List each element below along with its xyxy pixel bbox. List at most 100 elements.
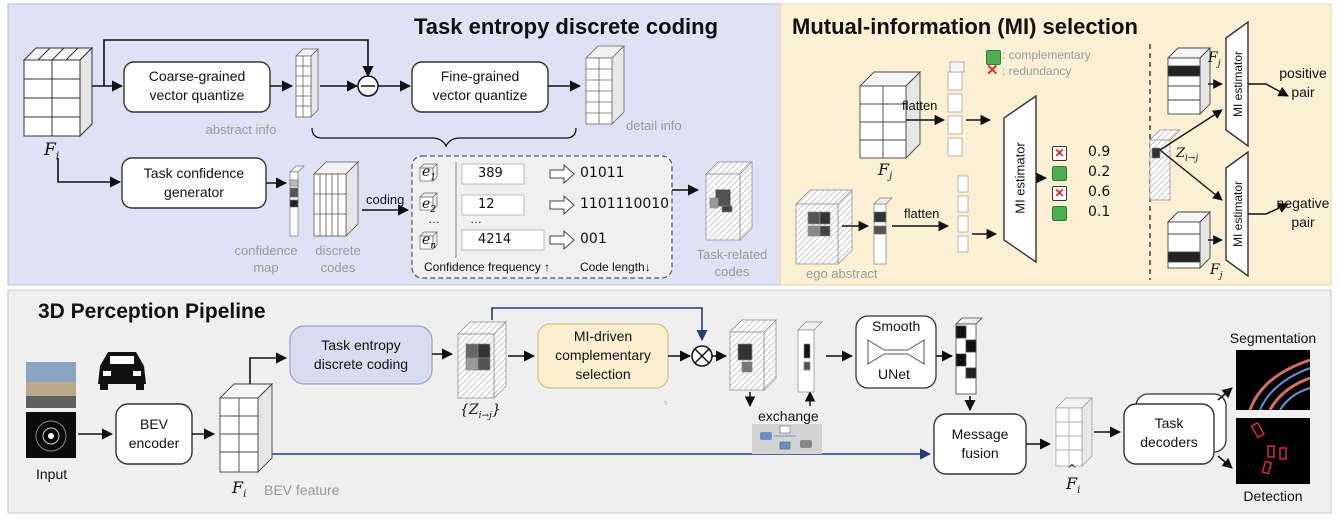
score-1-value: 0.9 xyxy=(1088,144,1111,160)
fine-quantize-box xyxy=(411,61,549,113)
arrow-negative-pair xyxy=(1248,203,1289,215)
table-footer-left: Confidence frequency ↑ xyxy=(424,260,551,274)
legend-complementary: : complementary xyxy=(1002,48,1091,62)
mi-panel-title: Mutual-information (MI) selection xyxy=(792,14,1138,39)
confidence-generator-label: Task confidence generator xyxy=(143,165,245,200)
mi-fj-top-label: Fj xyxy=(1208,50,1221,69)
positive-pair-label: positive pair xyxy=(1279,65,1327,100)
input-lidar-image xyxy=(26,412,76,458)
hollow-arrows xyxy=(549,163,575,251)
flatten-column-1 xyxy=(947,61,965,157)
detail-info-tensor xyxy=(585,45,625,125)
coding-arrow-label: coding xyxy=(366,192,405,207)
input-label: Input xyxy=(36,466,68,482)
mi-fj-tensor-bottom xyxy=(1166,210,1212,270)
arrow-to-detection xyxy=(1217,455,1233,469)
score-4-check-icon xyxy=(1052,206,1067,221)
legend-cross-icon: ✕ xyxy=(986,62,999,79)
coarse-quantize-box xyxy=(123,61,271,113)
message-fusion-label: Message fusion xyxy=(951,426,1009,461)
pipeline-dot: s xyxy=(664,400,668,407)
mi-zij-tensor xyxy=(1149,129,1181,201)
zset-label: {Zi→j} xyxy=(460,402,501,421)
mi-driven-label: MI-driven complementary selection xyxy=(555,328,651,382)
smoothed-tensor xyxy=(955,317,983,395)
code-cubes xyxy=(419,163,438,250)
score-1-cross-icon: ✕ xyxy=(1052,146,1067,161)
mi-estimator-top xyxy=(1225,20,1249,148)
grouping-brace xyxy=(311,127,577,148)
row-2-symbol: e2 xyxy=(422,196,437,215)
score-2-check-icon xyxy=(1052,166,1067,181)
score-4-value: 0.1 xyxy=(1088,204,1111,220)
mi-estimator-center xyxy=(1003,94,1037,264)
exchange-cars-icon xyxy=(760,425,812,450)
bev-feature-label: BEV feature xyxy=(264,482,340,498)
row-1-symbol: e1 xyxy=(422,164,437,183)
abstract-info-tensor xyxy=(295,48,319,118)
mi-estimator-bottom-label: MI estimator xyxy=(1231,180,1245,248)
discrete-codes-label: discrete codes xyxy=(315,243,361,275)
coarse-quantize-label: Coarse-grained vector quantize xyxy=(148,68,246,103)
mi-estimator-top-label: MI estimator xyxy=(1231,50,1245,118)
arrow-zij-to-est-top xyxy=(1159,109,1223,151)
row-2-code: 1101110010 xyxy=(580,196,670,212)
detection-output xyxy=(1236,418,1310,484)
segmentation-label: Segmentation xyxy=(1229,330,1317,346)
flatten-column-2 xyxy=(957,175,969,253)
unet-label: UNet xyxy=(878,366,910,382)
detection-label: Detection xyxy=(1243,488,1303,504)
legend-check-icon xyxy=(986,50,1001,65)
arrow-positive-pair xyxy=(1248,83,1289,97)
discrete-codes-tensor xyxy=(313,161,359,237)
table-ellipsis-right: … xyxy=(470,212,482,226)
fhat-tensor xyxy=(1055,397,1093,467)
task-related-codes-label: Task-related codes xyxy=(696,247,768,279)
input-camera-image xyxy=(26,362,76,408)
ego-abstract-tensor xyxy=(795,189,853,265)
z-tensor xyxy=(457,321,507,399)
arrow-zij-to-est-bottom xyxy=(1159,149,1223,201)
task-entropy-label: Task entropy discrete coding xyxy=(313,337,409,372)
mi-fj-bottom-label: Fj xyxy=(1210,262,1223,281)
input-fi-label: Fi xyxy=(44,140,60,163)
arrow-to-confidence xyxy=(57,158,122,188)
flatten-label-2: flatten xyxy=(904,206,940,221)
pipeline-fi-label: Fi xyxy=(232,478,247,501)
coding-panel-title: Task entropy discrete coding xyxy=(414,14,719,39)
abstract-info-label: abstract info xyxy=(205,122,277,137)
row-n-value: 4214 xyxy=(478,232,512,247)
bev-feature-tensor xyxy=(218,382,274,474)
legend-redundancy: : redundancy xyxy=(1002,64,1072,78)
flatten-label-1: flatten xyxy=(902,98,938,113)
mi-fj-tensor-top xyxy=(1166,46,1212,116)
mi-fj-tensor xyxy=(858,70,922,160)
arrow-to-segmentation xyxy=(1217,387,1233,401)
table-ellipsis-left: … xyxy=(428,212,440,226)
value-box-1 xyxy=(461,163,525,185)
detail-info-label: detail info xyxy=(626,118,682,133)
task-decoders-box xyxy=(1123,403,1215,465)
row-n-symbol: en xyxy=(422,232,437,251)
fhat-label: F^i xyxy=(1066,462,1081,497)
confidence-map xyxy=(289,165,305,237)
negative-pair-label: negative pair xyxy=(1276,195,1330,230)
ego-abstract-label: ego abstract xyxy=(806,266,878,281)
row-2-value: 12 xyxy=(478,197,495,212)
score-2-value: 0.2 xyxy=(1088,164,1111,180)
row-1-code: 01011 xyxy=(580,165,625,181)
task-entropy-box xyxy=(289,325,433,385)
arrow-z-skip-to-otimes xyxy=(491,307,708,342)
score-3-cross-icon: ✕ xyxy=(1052,186,1067,201)
smooth-label: Smooth xyxy=(872,318,921,334)
mi-estimator-bottom xyxy=(1225,150,1249,278)
arrow-bev-to-task-entropy xyxy=(249,352,288,384)
value-box-2 xyxy=(461,194,525,216)
task-decoders-label: Task decoders xyxy=(1140,415,1198,450)
row-1-value: 389 xyxy=(478,166,503,181)
confidence-map-label: confidence map xyxy=(234,243,298,275)
ego-thin-tensor xyxy=(873,197,893,265)
car-icon xyxy=(98,352,146,390)
